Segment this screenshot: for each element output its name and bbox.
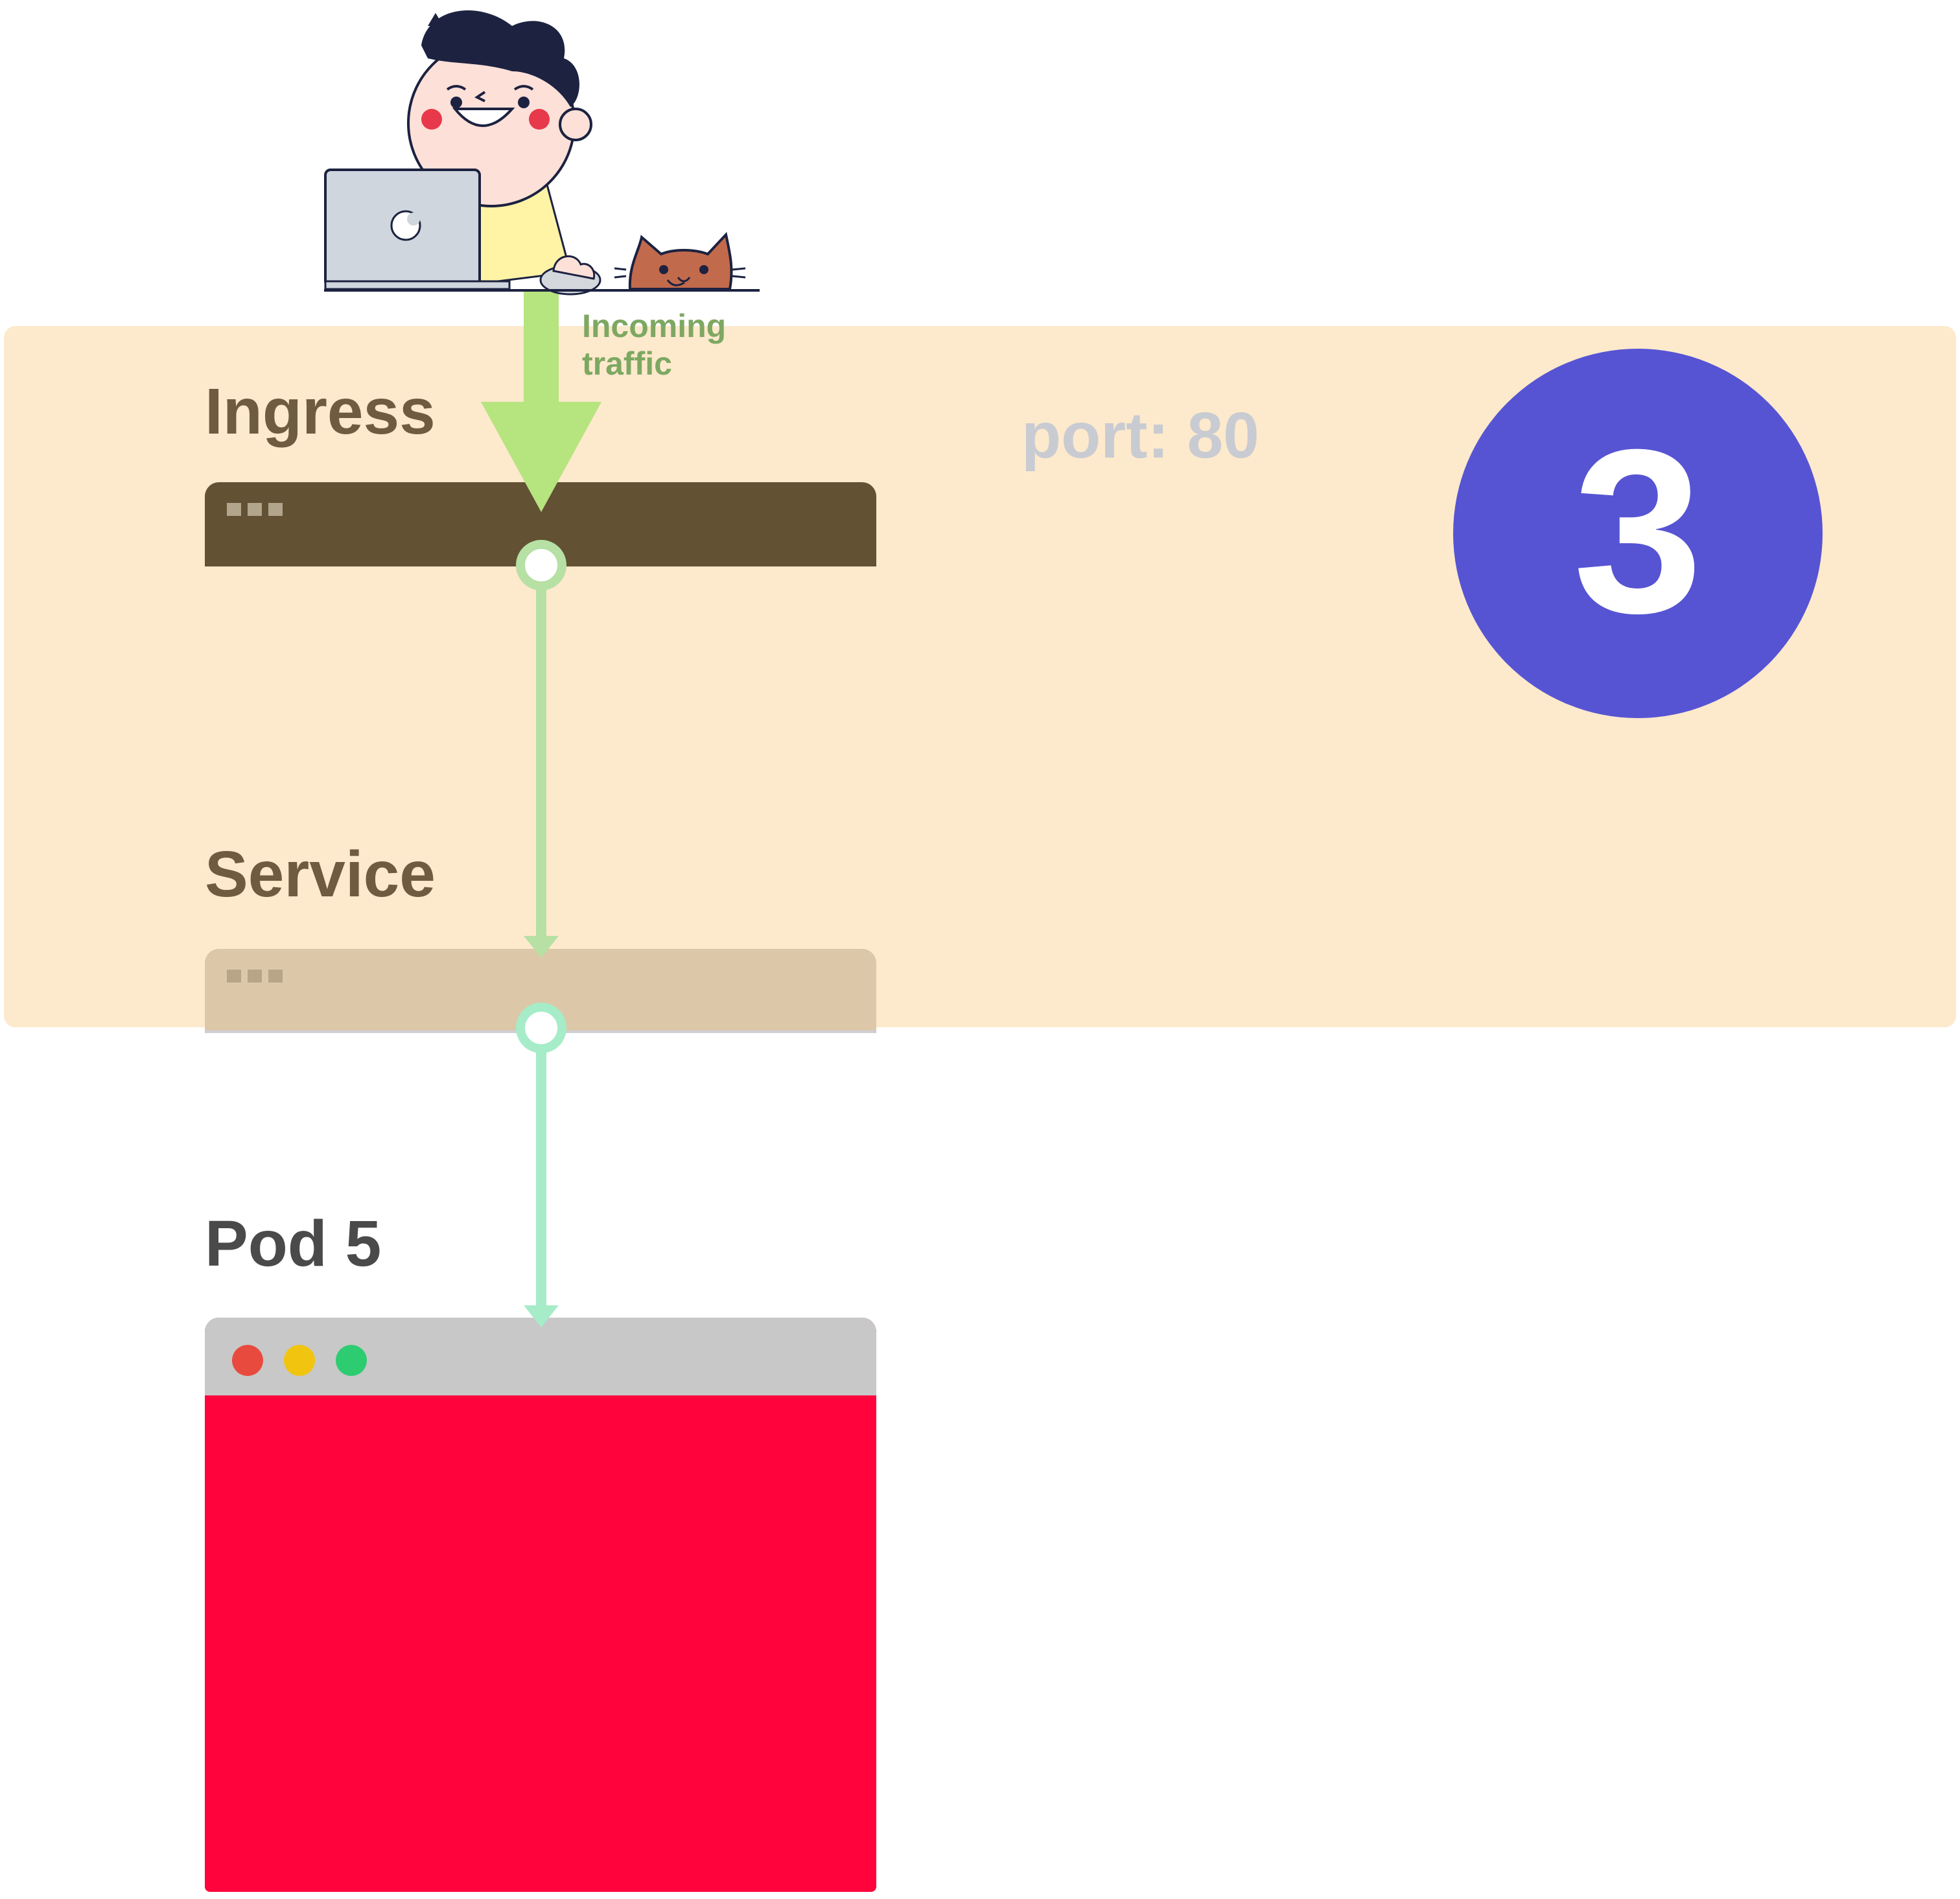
step-badge: 3	[1453, 349, 1823, 718]
window-close-dot	[232, 1345, 263, 1376]
ingress-port-circle	[516, 540, 566, 590]
window-maximize-dot	[336, 1345, 367, 1376]
service-bar-dots	[227, 970, 283, 983]
arrow-down-icon	[481, 290, 601, 512]
pod-titlebar	[205, 1318, 876, 1395]
connector-ingress-service-arrowhead	[524, 936, 559, 958]
service-port-circle	[516, 1003, 566, 1053]
person-with-laptop-icon	[324, 10, 760, 296]
ingress-label: Ingress	[205, 375, 436, 448]
service-label: Service	[205, 838, 436, 911]
cat-icon	[614, 231, 746, 290]
incoming-traffic-label: Incoming traffic	[582, 308, 727, 382]
pod-label: Pod 5	[205, 1207, 382, 1280]
pod-window	[205, 1318, 876, 1892]
step-number: 3	[1572, 401, 1703, 662]
ingress-bar-dots	[227, 503, 283, 516]
window-minimize-dot	[284, 1345, 315, 1376]
port-label: port: 80	[1021, 399, 1259, 472]
connector-service-pod-arrowhead	[524, 1305, 559, 1327]
